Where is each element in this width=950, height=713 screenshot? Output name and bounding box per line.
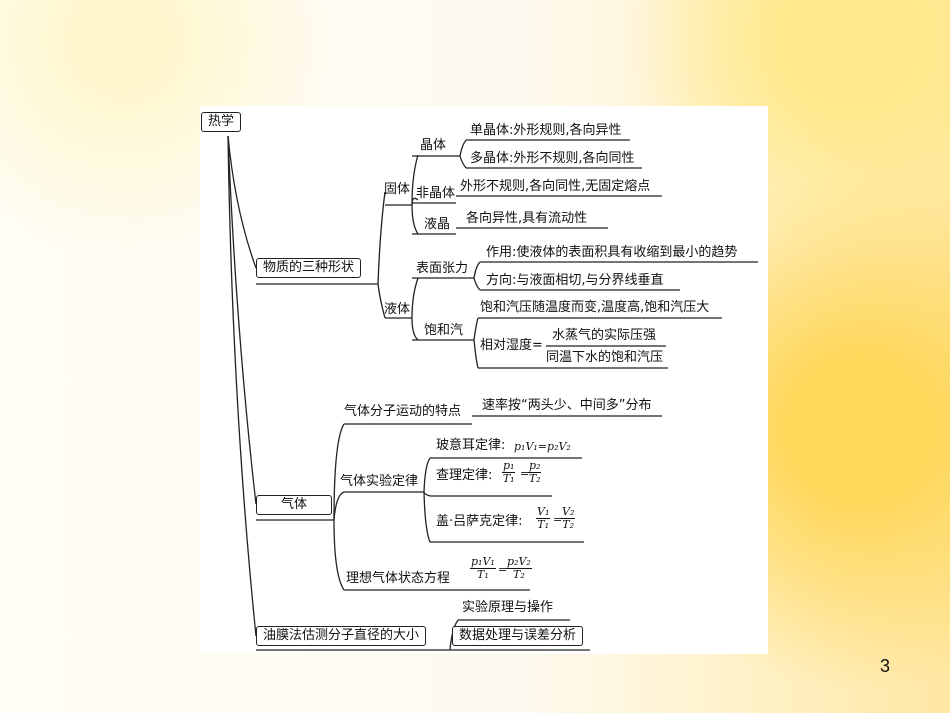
leaf-sv-desc: 饱和汽压随温度而变,温度高,饱和汽压大	[480, 300, 710, 315]
leaf-rh-denominator: 同温下水的饱和汽压	[546, 350, 664, 365]
leaf-oil-principle: 实验原理与操作	[462, 600, 554, 615]
mindmap-panel	[200, 106, 768, 654]
node-surface-tension: 表面张力	[416, 261, 469, 276]
connector-root-oil	[227, 135, 257, 637]
leaf-rh-numerator: 水蒸气的实际压强	[552, 328, 657, 343]
root-node: 热学	[201, 112, 242, 132]
leaf-poly-crystal: 多晶体:外形不规则,各向同性	[470, 151, 635, 166]
leaf-rel-humidity: 相对湿度=	[480, 338, 543, 353]
node-crystal: 晶体	[420, 138, 447, 153]
gay-eq-sign: =	[553, 513, 563, 526]
boyle-equation: p₁V₁=p₂V₂	[514, 440, 571, 453]
connector-root-gas	[227, 135, 257, 505]
node-gas-laws: 气体实验定律	[340, 474, 419, 489]
page-number: 3	[880, 656, 891, 676]
node-liquid-crystal: 液晶	[424, 217, 451, 232]
node-gas: 气体	[256, 495, 332, 515]
charles-eq-sign: =	[520, 467, 530, 480]
leaf-liquid-crystal-desc: 各向异性,具有流动性	[466, 211, 588, 226]
leaf-amorphous-desc: 外形不规则,各向同性,无固定熔点	[460, 179, 651, 194]
node-gas-motion: 气体分子运动的特点	[344, 404, 462, 419]
node-saturated-vapor: 饱和汽	[424, 323, 464, 338]
leaf-gay-lussac: 盖·吕萨克定律:	[436, 514, 523, 529]
node-liquid: 液体	[384, 302, 411, 317]
node-ideal-gas: 理想气体状态方程	[346, 571, 451, 586]
leaf-boyle: 玻意耳定律:	[436, 438, 506, 453]
leaf-st-effect: 作用:使液体的表面积具有收缩到最小的趋势	[486, 245, 738, 260]
leaf-charles: 查理定律:	[436, 468, 493, 483]
leaf-gas-motion-desc: 速率按“两头少、中间多”分布	[482, 398, 652, 413]
leaf-oil-data: 数据处理与误差分析	[452, 626, 584, 646]
leaf-st-direction: 方向:与液面相切,与分界线垂直	[486, 273, 664, 288]
node-solid: 固体	[384, 182, 411, 197]
connector-root-matter	[227, 135, 257, 269]
leaf-single-crystal: 单晶体:外形规则,各向异性	[470, 123, 622, 138]
node-amorphous: 非晶体	[416, 186, 456, 201]
ideal-eq-sign: =	[498, 563, 508, 576]
node-matter-states: 物质的三种形状	[256, 258, 362, 278]
node-oil-film: 油膜法估测分子直径的大小	[256, 626, 427, 646]
